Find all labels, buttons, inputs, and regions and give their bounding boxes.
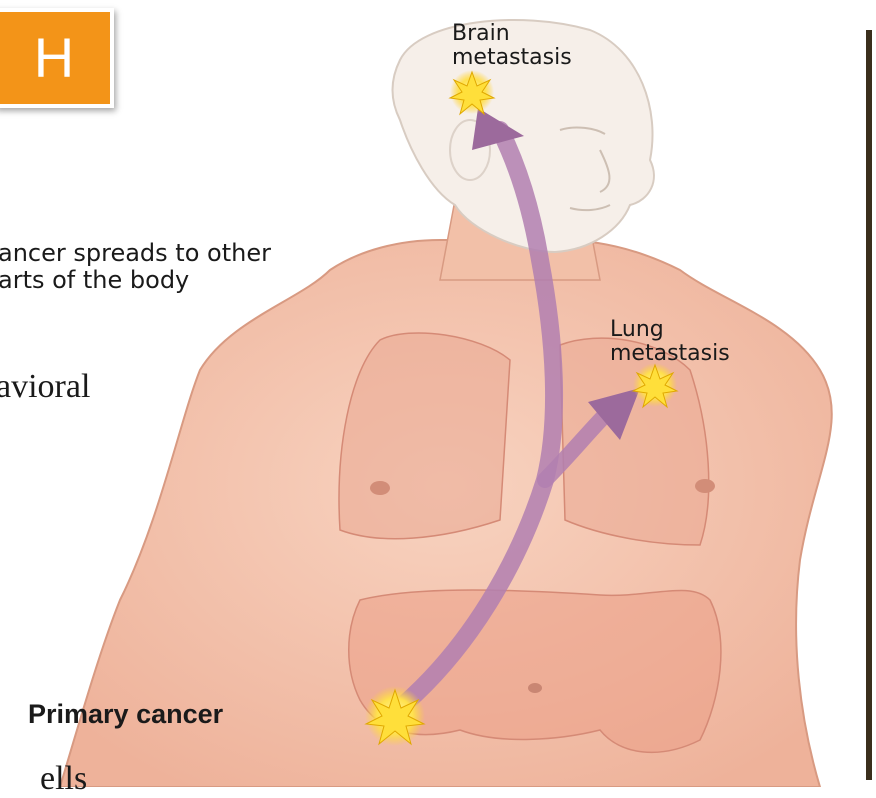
primary-cancer-label: Primary cancer [28,702,223,726]
spread-caption: ancer spreads to other arts of the body [0,240,271,294]
lung-label-line1: Lung [610,318,730,342]
lung-left [339,333,510,539]
brain-label-line1: Brain [452,22,572,46]
tumor-primary [365,686,425,746]
spread-caption-line2: arts of the body [0,267,271,294]
tumor-lung [633,363,677,407]
section-badge: H [0,8,114,108]
background-text-fragment-bottom: ells [40,760,87,798]
spread-caption-line1: ancer spreads to other [0,240,271,267]
slide-edge [866,30,872,780]
tumor-brain [450,70,494,114]
brain-label: Brain metastasis [452,22,572,70]
lung-label: Lung metastasis [610,318,730,366]
lung-label-line2: metastasis [610,342,730,366]
brain-label-line2: metastasis [452,46,572,70]
background-text-fragment: avioral [0,368,90,406]
